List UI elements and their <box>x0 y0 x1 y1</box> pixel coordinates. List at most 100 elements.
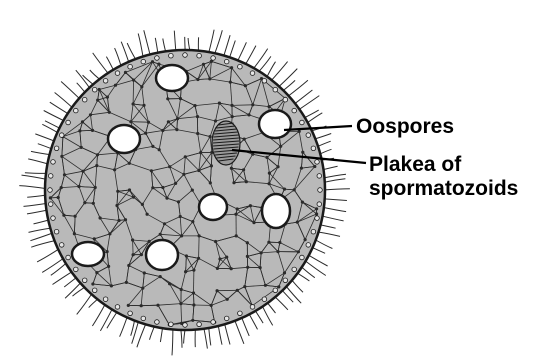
somatic-cell <box>179 97 182 100</box>
rim-cell <box>197 322 202 327</box>
somatic-cell <box>209 135 212 138</box>
somatic-cell <box>151 60 154 63</box>
flagellum <box>100 308 113 331</box>
somatic-cell <box>301 201 304 204</box>
somatic-cell <box>74 215 77 218</box>
oospore <box>156 65 188 91</box>
rim-cell <box>300 120 305 125</box>
somatic-cell <box>140 253 143 256</box>
somatic-cell <box>265 156 268 159</box>
somatic-cell <box>81 120 84 123</box>
somatic-cell <box>96 99 99 102</box>
flagellum <box>93 53 110 75</box>
rim-cell <box>59 133 64 138</box>
somatic-cell <box>132 253 135 256</box>
rim-cell <box>82 278 87 283</box>
rim-cell <box>74 108 79 113</box>
flagellum <box>317 232 340 237</box>
rim-cell <box>48 202 53 207</box>
somatic-cell <box>232 181 235 184</box>
somatic-cell <box>127 264 130 267</box>
rim-cell <box>66 120 71 125</box>
somatic-cell <box>191 319 194 322</box>
somatic-cell <box>259 266 262 269</box>
somatic-cell <box>146 213 149 216</box>
rim-cell <box>283 97 288 102</box>
rim-cell <box>315 160 320 165</box>
rim-cell <box>51 216 56 221</box>
network-strand <box>133 240 134 255</box>
somatic-cell <box>176 117 179 120</box>
somatic-cell <box>98 88 101 91</box>
somatic-cell <box>268 182 271 185</box>
somatic-cell <box>216 267 219 270</box>
rim-cell <box>238 311 243 316</box>
somatic-cell <box>214 240 217 243</box>
rim-cell <box>306 243 311 248</box>
somatic-cell <box>231 115 234 118</box>
network-strand <box>131 122 149 123</box>
flagellum <box>323 189 350 190</box>
somatic-cell <box>49 196 52 199</box>
somatic-cell <box>301 151 304 154</box>
somatic-cell <box>297 250 300 253</box>
somatic-cell <box>296 221 299 224</box>
somatic-cell <box>168 282 171 285</box>
somatic-cell <box>167 120 170 123</box>
somatic-cell <box>247 113 250 116</box>
somatic-cell <box>107 265 110 268</box>
rim-cell <box>74 267 79 272</box>
rim-cell <box>103 297 108 302</box>
somatic-cell <box>242 168 245 171</box>
somatic-cell <box>93 237 96 240</box>
somatic-cell <box>277 285 280 288</box>
somatic-cell <box>95 164 98 167</box>
somatic-cell <box>115 204 118 207</box>
somatic-cell <box>193 104 196 107</box>
rim-cell <box>250 305 255 310</box>
flagellum <box>31 240 56 247</box>
somatic-cell <box>110 284 113 287</box>
flagellum <box>321 216 344 221</box>
somatic-cell <box>99 216 102 219</box>
flagellum <box>132 320 139 344</box>
rim-cell <box>82 97 87 102</box>
somatic-cell <box>132 102 135 105</box>
somatic-cell <box>62 214 65 217</box>
somatic-cell <box>108 111 111 114</box>
somatic-cell <box>150 169 153 172</box>
somatic-cell <box>179 215 182 218</box>
somatic-cell <box>210 304 213 307</box>
somatic-cell <box>57 196 60 199</box>
somatic-cell <box>124 71 127 74</box>
somatic-cell <box>246 255 249 258</box>
somatic-cell <box>161 129 164 132</box>
somatic-cell <box>218 257 221 260</box>
rim-cell <box>92 288 97 293</box>
somatic-cell <box>234 213 237 216</box>
somatic-cell <box>264 284 267 287</box>
flagellum <box>120 316 128 337</box>
somatic-cell <box>106 250 109 253</box>
somatic-cell <box>78 129 81 132</box>
somatic-cell <box>132 196 135 199</box>
rim-cell <box>169 53 174 58</box>
flagellum <box>22 175 48 179</box>
somatic-cell <box>218 102 221 105</box>
rim-cell <box>48 174 53 179</box>
somatic-cell <box>60 186 63 189</box>
network-strand <box>211 152 212 166</box>
flagellum <box>35 134 56 142</box>
flagellum <box>55 93 74 109</box>
somatic-cell <box>60 155 63 158</box>
somatic-cell <box>252 221 255 224</box>
somatic-cell <box>168 165 171 168</box>
rim-cell <box>54 146 59 151</box>
somatic-cell <box>131 238 134 241</box>
somatic-cell <box>230 66 233 69</box>
rim-cell <box>115 71 120 76</box>
flagellum <box>278 69 298 88</box>
somatic-cell <box>226 298 229 301</box>
rim-cell <box>311 229 316 234</box>
somatic-cell <box>229 81 232 84</box>
